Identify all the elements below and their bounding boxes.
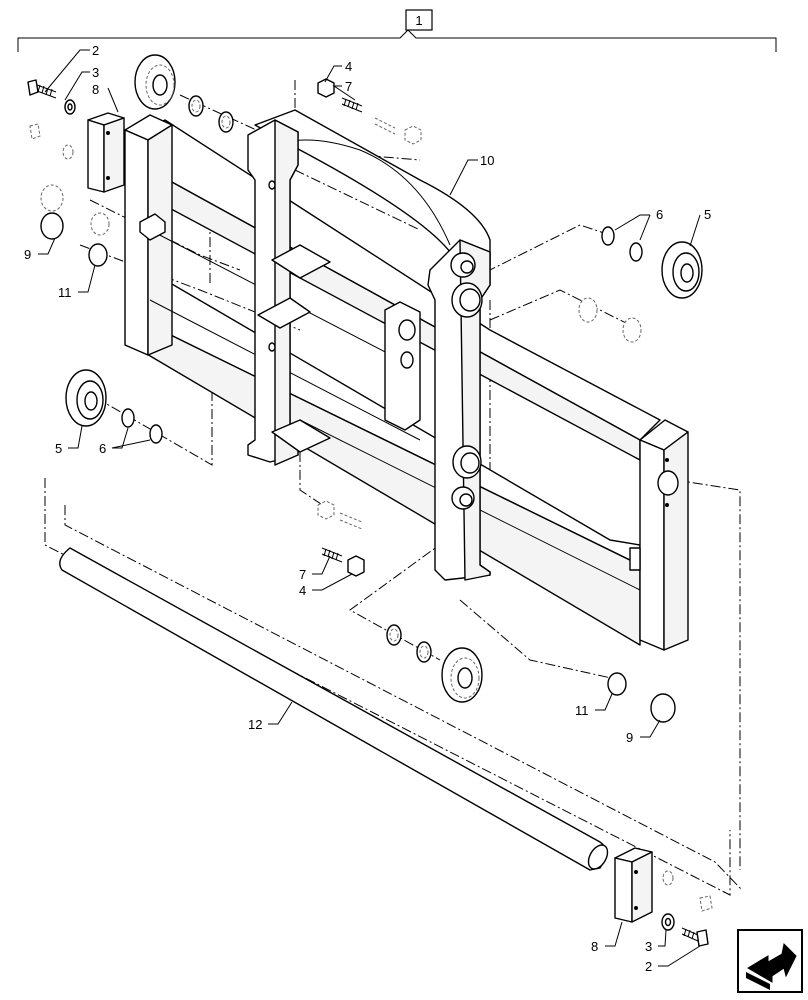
callout-4-top: 4: [345, 59, 352, 74]
callout-7-mid: 7: [299, 567, 306, 582]
wheel-bottom: [386, 624, 483, 703]
rod-12: [59, 547, 609, 871]
callout-5-right: 5: [704, 207, 711, 222]
mid-bracket: [384, 301, 421, 431]
nut-stud-mid: [317, 500, 365, 577]
wheel-top: [134, 54, 234, 133]
callout-3-bottom: 3: [645, 939, 652, 954]
assembly-bracket: 1: [17, 9, 777, 52]
assembly-lines: [44, 80, 743, 896]
caps-right: [607, 672, 676, 723]
nut-stud-top: [317, 78, 422, 145]
bolts-top-left: [27, 79, 76, 160]
callout-3-top: 3: [92, 65, 99, 80]
plate-8-top: [87, 112, 125, 193]
navigate-arrow-icon[interactable]: [737, 929, 803, 993]
callout-6-right: 6: [656, 207, 663, 222]
callout-12: 12: [248, 717, 262, 732]
bolts-bottom-right: [661, 870, 713, 947]
callout-4-mid: 4: [299, 583, 306, 598]
callout-6-left: 6: [99, 441, 106, 456]
right-mast: [427, 239, 491, 581]
callout-7-top: 7: [345, 79, 352, 94]
caps-left: [40, 184, 110, 267]
bearing-left: [65, 369, 163, 444]
left-mast: [247, 119, 331, 466]
plate-8-bottom: [614, 847, 653, 923]
callout-9-left: 9: [24, 247, 31, 262]
bearing-right: [578, 226, 703, 343]
callout-11-left: 11: [58, 285, 72, 300]
callout-8-top: 8: [92, 82, 99, 97]
callout-11-right: 11: [575, 703, 589, 718]
callout-2-top: 2: [92, 43, 99, 58]
assembly-label: 1: [415, 13, 422, 28]
callout-10: 10: [480, 153, 494, 168]
callout-9-right: 9: [626, 730, 633, 745]
callout-5-left: 5: [55, 441, 62, 456]
leader-lines: [38, 49, 701, 967]
callout-8-bottom: 8: [591, 939, 598, 954]
callout-labels: 2 3 8 4 7 10 6 5 9 11 5 6 7 4 12 11 9 8 …: [24, 43, 711, 974]
callout-2-bottom: 2: [645, 959, 652, 974]
